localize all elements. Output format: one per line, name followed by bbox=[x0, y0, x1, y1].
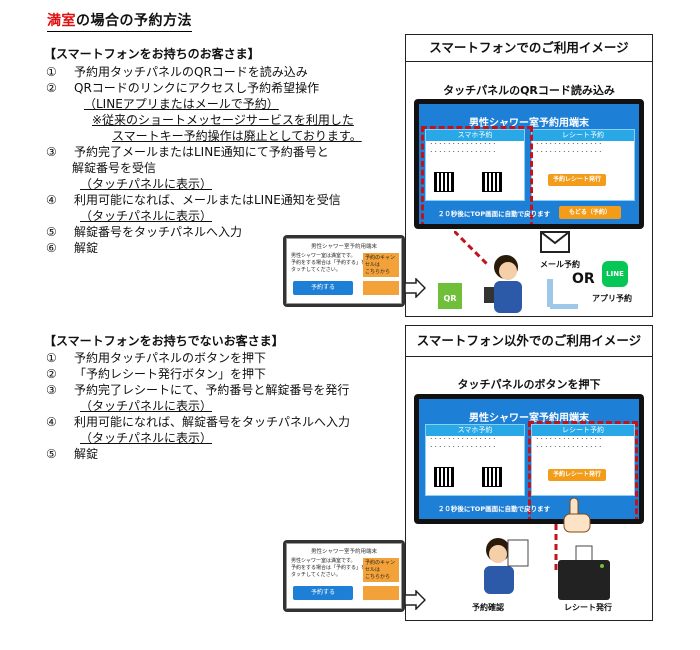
cancel-tab-2 bbox=[363, 586, 399, 600]
branch-arrow-icon bbox=[547, 279, 578, 309]
receipt-issue-label: レシート発行 bbox=[564, 603, 612, 612]
back-button-1: もどる（予約） bbox=[559, 206, 621, 219]
sp-step-3-cont: 解錠番号を受信 bbox=[72, 161, 157, 175]
non-smartphone-usage-image: スマートフォン以外でのご利用イメージ タッチパネルのボタンを押下 男性シャワー室… bbox=[405, 325, 653, 621]
image1-header: スマートフォンでのご利用イメージ bbox=[406, 35, 652, 62]
reservation-confirm-label: 予約確認 bbox=[472, 603, 504, 612]
image2-subtitle: タッチパネルのボタンを押下 bbox=[457, 378, 601, 391]
screen1-title: 男性シャワー室予約用端末 bbox=[469, 118, 589, 129]
touch-panel-1: 男性シャワー室予約用端末 スマホ予約 ・・・・・・・・・・・・・・・ ・・・・・… bbox=[414, 99, 644, 229]
title-full-prefix: 満室 bbox=[47, 13, 76, 29]
image1-subtitle: タッチパネルのQRコード読み込み bbox=[443, 84, 615, 97]
mini-screen-1: 男性シャワー室予約用端末 男性シャワー室は満室です。 予約をする場合は「予約する… bbox=[286, 238, 402, 304]
mini-tablet-1: 男性シャワー室予約用端末 男性シャワー室は満室です。 予約をする場合は「予約する… bbox=[283, 235, 405, 307]
screen1-footer: ２０秒後にTOP画面に自動で戻ります bbox=[437, 210, 551, 218]
mail-reservation-label: メール予約 bbox=[540, 260, 580, 269]
highlight-frame-2 bbox=[528, 421, 638, 519]
mail-icon bbox=[540, 231, 570, 253]
pointing-hand-icon bbox=[563, 497, 591, 533]
qr-code-icon bbox=[434, 467, 454, 487]
no-smartphone-heading: 【スマートフォンをお持ちでないお客さま】 bbox=[44, 334, 284, 348]
nsp-step-4-note: （タッチパネルに表示） bbox=[80, 431, 213, 445]
title-rest: の場合の予約方法 bbox=[76, 13, 192, 29]
sp-step-4-note: （タッチパネルに表示） bbox=[80, 209, 213, 223]
mini-screen-2: 男性シャワー室予約用端末 男性シャワー室は満室です。 予約をする場合は「予約する… bbox=[286, 543, 402, 609]
page-title: 満室の場合の予約方法 bbox=[47, 10, 192, 32]
person-reading-icon bbox=[484, 538, 529, 594]
receipt-issue-button-2: 予約レシート発行 bbox=[548, 469, 606, 481]
line-app-icon: LINE bbox=[602, 261, 628, 287]
reserve-button-1[interactable]: 予約する bbox=[293, 281, 353, 295]
sumaho-panel-1: スマホ予約 ・・・・・・・・・・・・・・・ ・・・・・・・・・・・・・・・ bbox=[425, 129, 525, 201]
touch-panel-2: 男性シャワー室予約用端末 スマホ予約 ・・・・・・・・・・・・・・・ ・・・・・… bbox=[414, 394, 644, 524]
nsp-step-3-note: （タッチパネルに表示） bbox=[80, 399, 213, 413]
cancel-info-2: 予約のキャンセルはこちらから bbox=[363, 558, 399, 582]
reserve-button-2[interactable]: 予約する bbox=[293, 586, 353, 600]
mini-tablet-2: 男性シャワー室予約用端末 男性シャワー室は満室です。 予約をする場合は「予約する… bbox=[283, 540, 405, 612]
sp-notice-1: ※従来のショートメッセージサービスを利用した bbox=[92, 113, 354, 127]
nsp-step-2: ②「予約レシート発行ボタン」を押下 bbox=[46, 367, 267, 381]
qr-code-icon bbox=[482, 172, 502, 192]
sp-step-3-note: （タッチパネルに表示） bbox=[80, 177, 213, 191]
sumaho-panel-2: スマホ予約 ・・・・・・・・・・・・・・・ ・・・・・・・・・・・・・・・ bbox=[425, 424, 525, 496]
receipt-panel-2: レシート予約 ・・・・・・・・・・・・・・・ ・・・・・・・・・・・・・・・ 予… bbox=[531, 424, 635, 496]
sp-step-2-note: （LINEアプリまたはメールで予約） bbox=[84, 97, 279, 111]
sp-notice-2: スマートキー予約操作は廃止としております。 bbox=[112, 129, 362, 143]
touch-panel-2-screen: 男性シャワー室予約用端末 スマホ予約 ・・・・・・・・・・・・・・・ ・・・・・… bbox=[419, 399, 639, 519]
image2-header: スマートフォン以外でのご利用イメージ bbox=[406, 326, 652, 357]
screen2-title: 男性シャワー室予約用端末 bbox=[469, 413, 589, 424]
qr-code-icon bbox=[434, 172, 454, 192]
screen2-footer: ２０秒後にTOP画面に自動で戻ります bbox=[437, 505, 551, 513]
receipt-panel-1: レシート予約 ・・・・・・・・・・・・・・・ ・・・・・・・・・・・・・・・ 予… bbox=[531, 129, 635, 201]
cancel-tab-1 bbox=[363, 281, 399, 295]
cancel-info-1: 予約のキャンセルはこちらから bbox=[363, 253, 399, 277]
qr-label: QR bbox=[438, 283, 462, 309]
smartphone-usage-image: スマートフォンでのご利用イメージ タッチパネルのQRコード読み込み 男性シャワー… bbox=[405, 34, 653, 317]
person-with-phone-icon bbox=[454, 231, 522, 313]
app-reservation-label: アプリ予約 bbox=[592, 294, 632, 303]
receipt-printer-icon bbox=[558, 545, 610, 600]
qr-code-icon bbox=[482, 467, 502, 487]
smartphone-heading: 【スマートフォンをお持ちのお客さま】 bbox=[44, 47, 260, 61]
or-label: OR bbox=[572, 271, 595, 287]
arrow-right-icon bbox=[404, 590, 426, 610]
receipt-issue-button-1: 予約レシート発行 bbox=[548, 174, 606, 186]
dashed-connector-icon bbox=[554, 524, 558, 574]
arrow-right-icon bbox=[404, 278, 426, 298]
highlight-frame-1 bbox=[421, 126, 533, 224]
touch-panel-1-screen: 男性シャワー室予約用端末 スマホ予約 ・・・・・・・・・・・・・・・ ・・・・・… bbox=[419, 104, 639, 224]
